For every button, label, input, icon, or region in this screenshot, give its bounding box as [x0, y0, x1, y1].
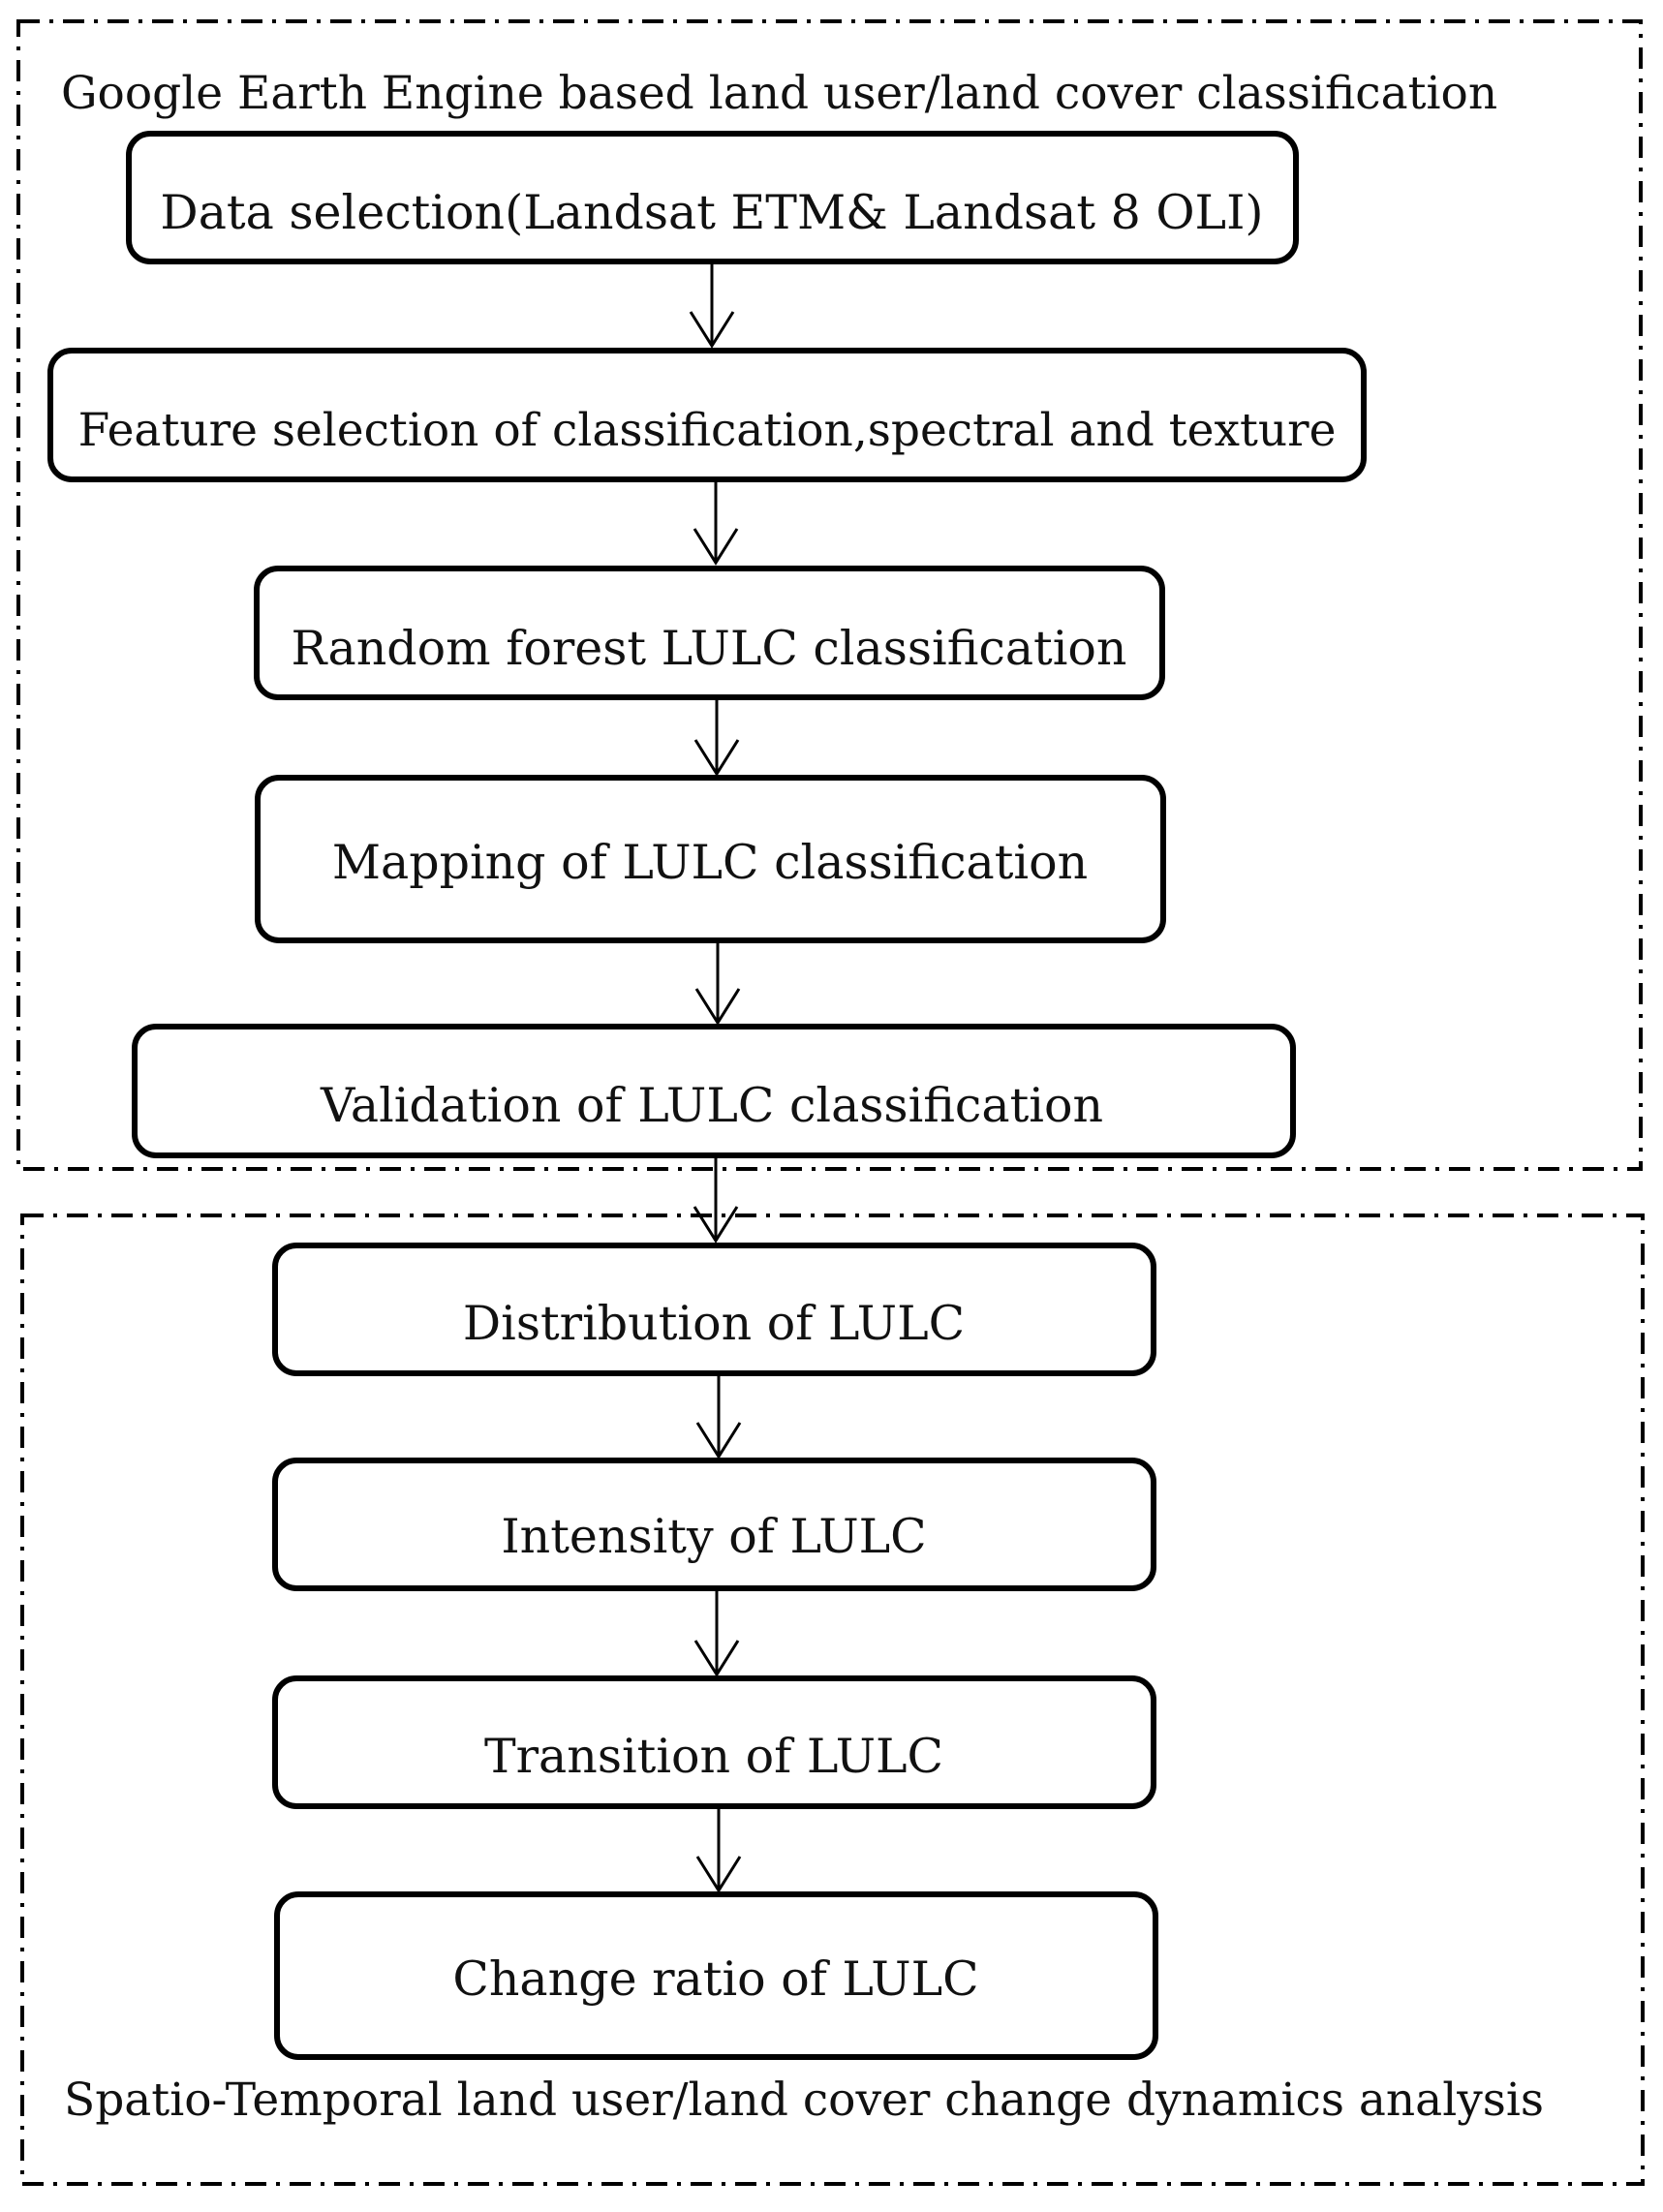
arrow-5	[693, 1157, 739, 1244]
step-label-feature-selection: Feature selection of classification,spec…	[78, 404, 1337, 457]
step-box-feature-selection: Feature selection of classification,spec…	[47, 348, 1367, 482]
step-label-distribution: Distribution of LULC	[463, 1296, 965, 1351]
arrow-6	[695, 1375, 742, 1459]
step-box-change-ratio: Change ratio of LULC	[274, 1891, 1158, 2060]
step-label-mapping: Mapping of LULC classification	[332, 835, 1088, 890]
arrow-4	[694, 942, 741, 1026]
step-box-intensity: Intensity of LULC	[272, 1458, 1156, 1591]
step-box-distribution: Distribution of LULC	[272, 1243, 1156, 1376]
arrow-1	[689, 263, 735, 349]
step-box-random-forest: Random forest LULC classification	[254, 566, 1165, 700]
step-box-data-selection: Data selection(Landsat ETM& Landsat 8 OL…	[126, 131, 1299, 264]
step-label-random-forest: Random forest LULC classification	[292, 621, 1127, 676]
arrow-3	[693, 699, 740, 777]
step-box-mapping: Mapping of LULC classification	[255, 775, 1166, 943]
group-classification	[16, 19, 1643, 1171]
step-label-intensity: Intensity of LULC	[501, 1509, 926, 1564]
step-label-data-selection: Data selection(Landsat ETM& Landsat 8 OL…	[160, 185, 1263, 240]
step-label-transition: Transition of LULC	[484, 1729, 943, 1784]
group-analysis	[20, 1214, 1645, 2186]
arrow-7	[693, 1590, 740, 1677]
group-analysis-label: Spatio-Temporal land user/land cover cha…	[64, 2074, 1544, 2127]
group-classification-label: Google Earth Engine based land user/land…	[61, 67, 1497, 120]
step-box-transition: Transition of LULC	[272, 1675, 1156, 1809]
step-label-change-ratio: Change ratio of LULC	[452, 1951, 978, 2007]
step-box-validation: Validation of LULC classification	[132, 1024, 1296, 1158]
step-label-validation: Validation of LULC classification	[320, 1078, 1103, 1133]
arrow-2	[693, 481, 739, 566]
arrow-8	[695, 1808, 742, 1893]
